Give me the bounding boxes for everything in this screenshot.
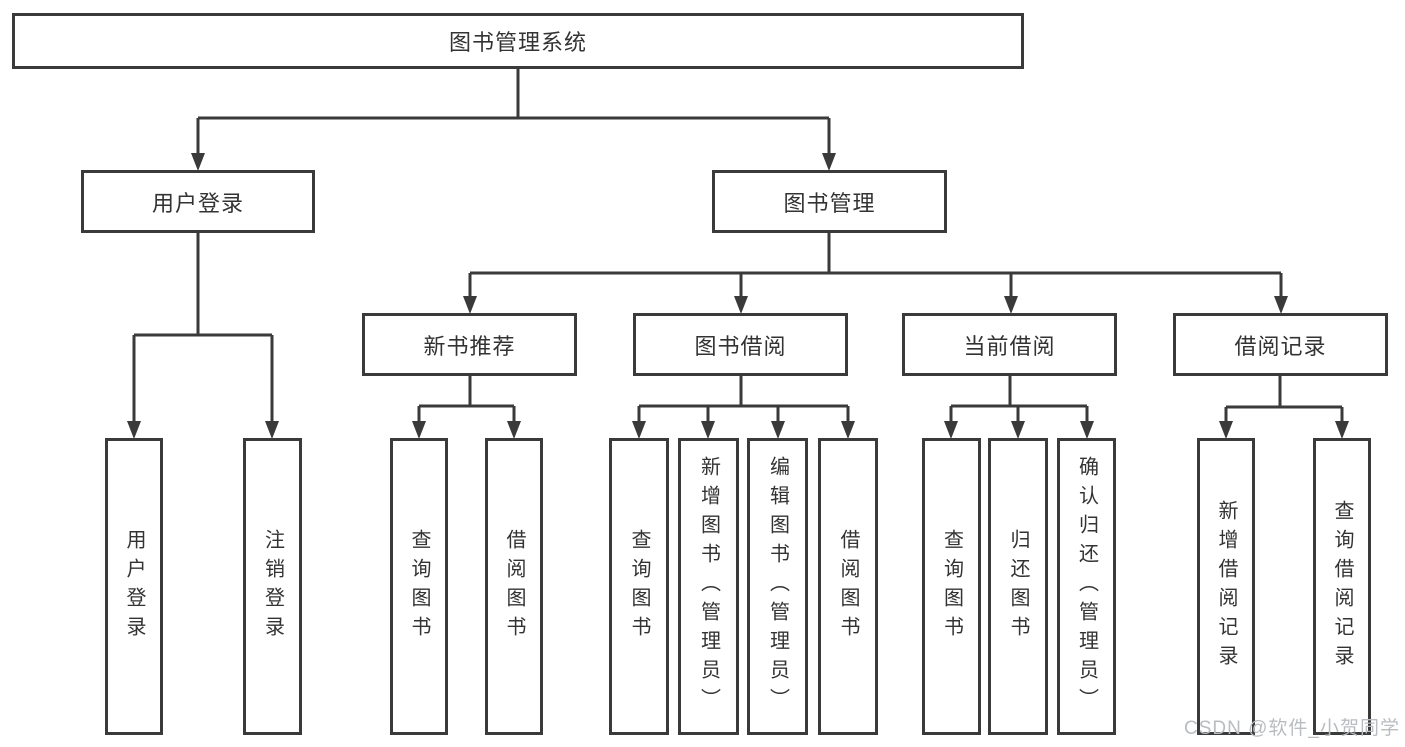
arrowhead-icon (1004, 296, 1018, 314)
leaf-label: 查询图书 (940, 528, 963, 645)
connector-current-borrow-children (944, 376, 1094, 439)
connector-new-book-rec-children (412, 376, 521, 439)
connector-root-to-level2 (191, 68, 836, 171)
node-label: 用户登录 (151, 190, 244, 216)
node-library-system: 图书管理系统 (12, 13, 1024, 69)
arrowhead-icon (1219, 421, 1233, 439)
leaf-borrow-book: 借阅图书 (818, 438, 878, 735)
arrowhead-icon (822, 153, 836, 171)
connector-book-mgmt-children (463, 233, 1288, 314)
arrowhead-icon (841, 421, 855, 439)
connector-user-login-children (127, 233, 279, 439)
leaf-add-borrow-record: 新增借阅记录 (1197, 438, 1255, 735)
node-label: 借阅记录 (1234, 333, 1327, 359)
arrowhead-icon (944, 421, 958, 439)
connector-borrow-record-children (1219, 376, 1349, 439)
leaf-label: 借阅图书 (837, 528, 859, 645)
leaf-label: 注销登录 (261, 528, 284, 645)
arrowhead-icon (507, 421, 521, 439)
leaf-label: 编辑图书（管理员） (766, 456, 789, 717)
leaf-add-book-admin: 新增图书（管理员） (678, 438, 739, 735)
arrowhead-icon (1011, 421, 1025, 439)
leaf-query-borrow-record: 查询借阅记录 (1313, 438, 1371, 735)
leaf-label: 借阅图书 (503, 528, 525, 645)
node-label: 图书管理 (783, 190, 876, 216)
node-current-borrow: 当前借阅 (902, 313, 1117, 376)
leaf-label: 查询借阅记录 (1331, 499, 1353, 674)
leaf-query-book-current: 查询图书 (922, 438, 981, 735)
leaf-label: 用户登录 (123, 528, 145, 645)
arrowhead-icon (1274, 296, 1288, 314)
leaf-user-login: 用户登录 (105, 438, 163, 735)
arrowhead-icon (463, 296, 477, 314)
leaf-label: 新增图书（管理员） (697, 456, 720, 717)
connector-book-borrow-children (632, 376, 855, 439)
node-new-book-recommend: 新书推荐 (362, 313, 577, 376)
node-label: 新书推荐 (423, 333, 516, 359)
leaf-query-book-borrow: 查询图书 (609, 438, 669, 735)
arrowhead-icon (265, 421, 279, 439)
arrowhead-icon (412, 421, 426, 439)
csdn-watermark: CSDN @软件_小贺同学 (1184, 718, 1400, 739)
node-borrow-record: 借阅记录 (1173, 313, 1388, 376)
node-book-borrow: 图书借阅 (633, 313, 848, 376)
arrowhead-icon (127, 421, 141, 439)
leaf-label: 查询图书 (628, 528, 650, 645)
leaf-confirm-return-admin: 确认归还（管理员） (1057, 438, 1116, 735)
node-label: 当前借阅 (963, 333, 1056, 359)
leaf-label: 新增借阅记录 (1215, 499, 1237, 674)
node-book-management: 图书管理 (712, 170, 947, 233)
leaf-label: 归还图书 (1007, 528, 1029, 645)
leaf-label: 确认归还（管理员） (1075, 456, 1098, 717)
arrowhead-icon (734, 296, 748, 314)
leaf-query-book-recommend: 查询图书 (390, 438, 448, 735)
arrowhead-icon (632, 421, 646, 439)
leaf-borrow-book-recommend: 借阅图书 (485, 438, 543, 735)
node-user-login: 用户登录 (81, 170, 315, 233)
node-label: 图书借阅 (694, 333, 787, 359)
arrowhead-icon (1080, 421, 1094, 439)
arrowhead-icon (1335, 421, 1349, 439)
arrowhead-icon (191, 153, 205, 171)
leaf-label: 查询图书 (408, 528, 430, 645)
leaf-return-book: 归还图书 (988, 438, 1048, 735)
node-label: 图书管理系统 (448, 30, 587, 55)
arrowhead-icon (701, 421, 715, 439)
leaf-edit-book-admin: 编辑图书（管理员） (747, 438, 808, 735)
leaf-logout: 注销登录 (243, 438, 302, 735)
arrowhead-icon (771, 421, 785, 439)
